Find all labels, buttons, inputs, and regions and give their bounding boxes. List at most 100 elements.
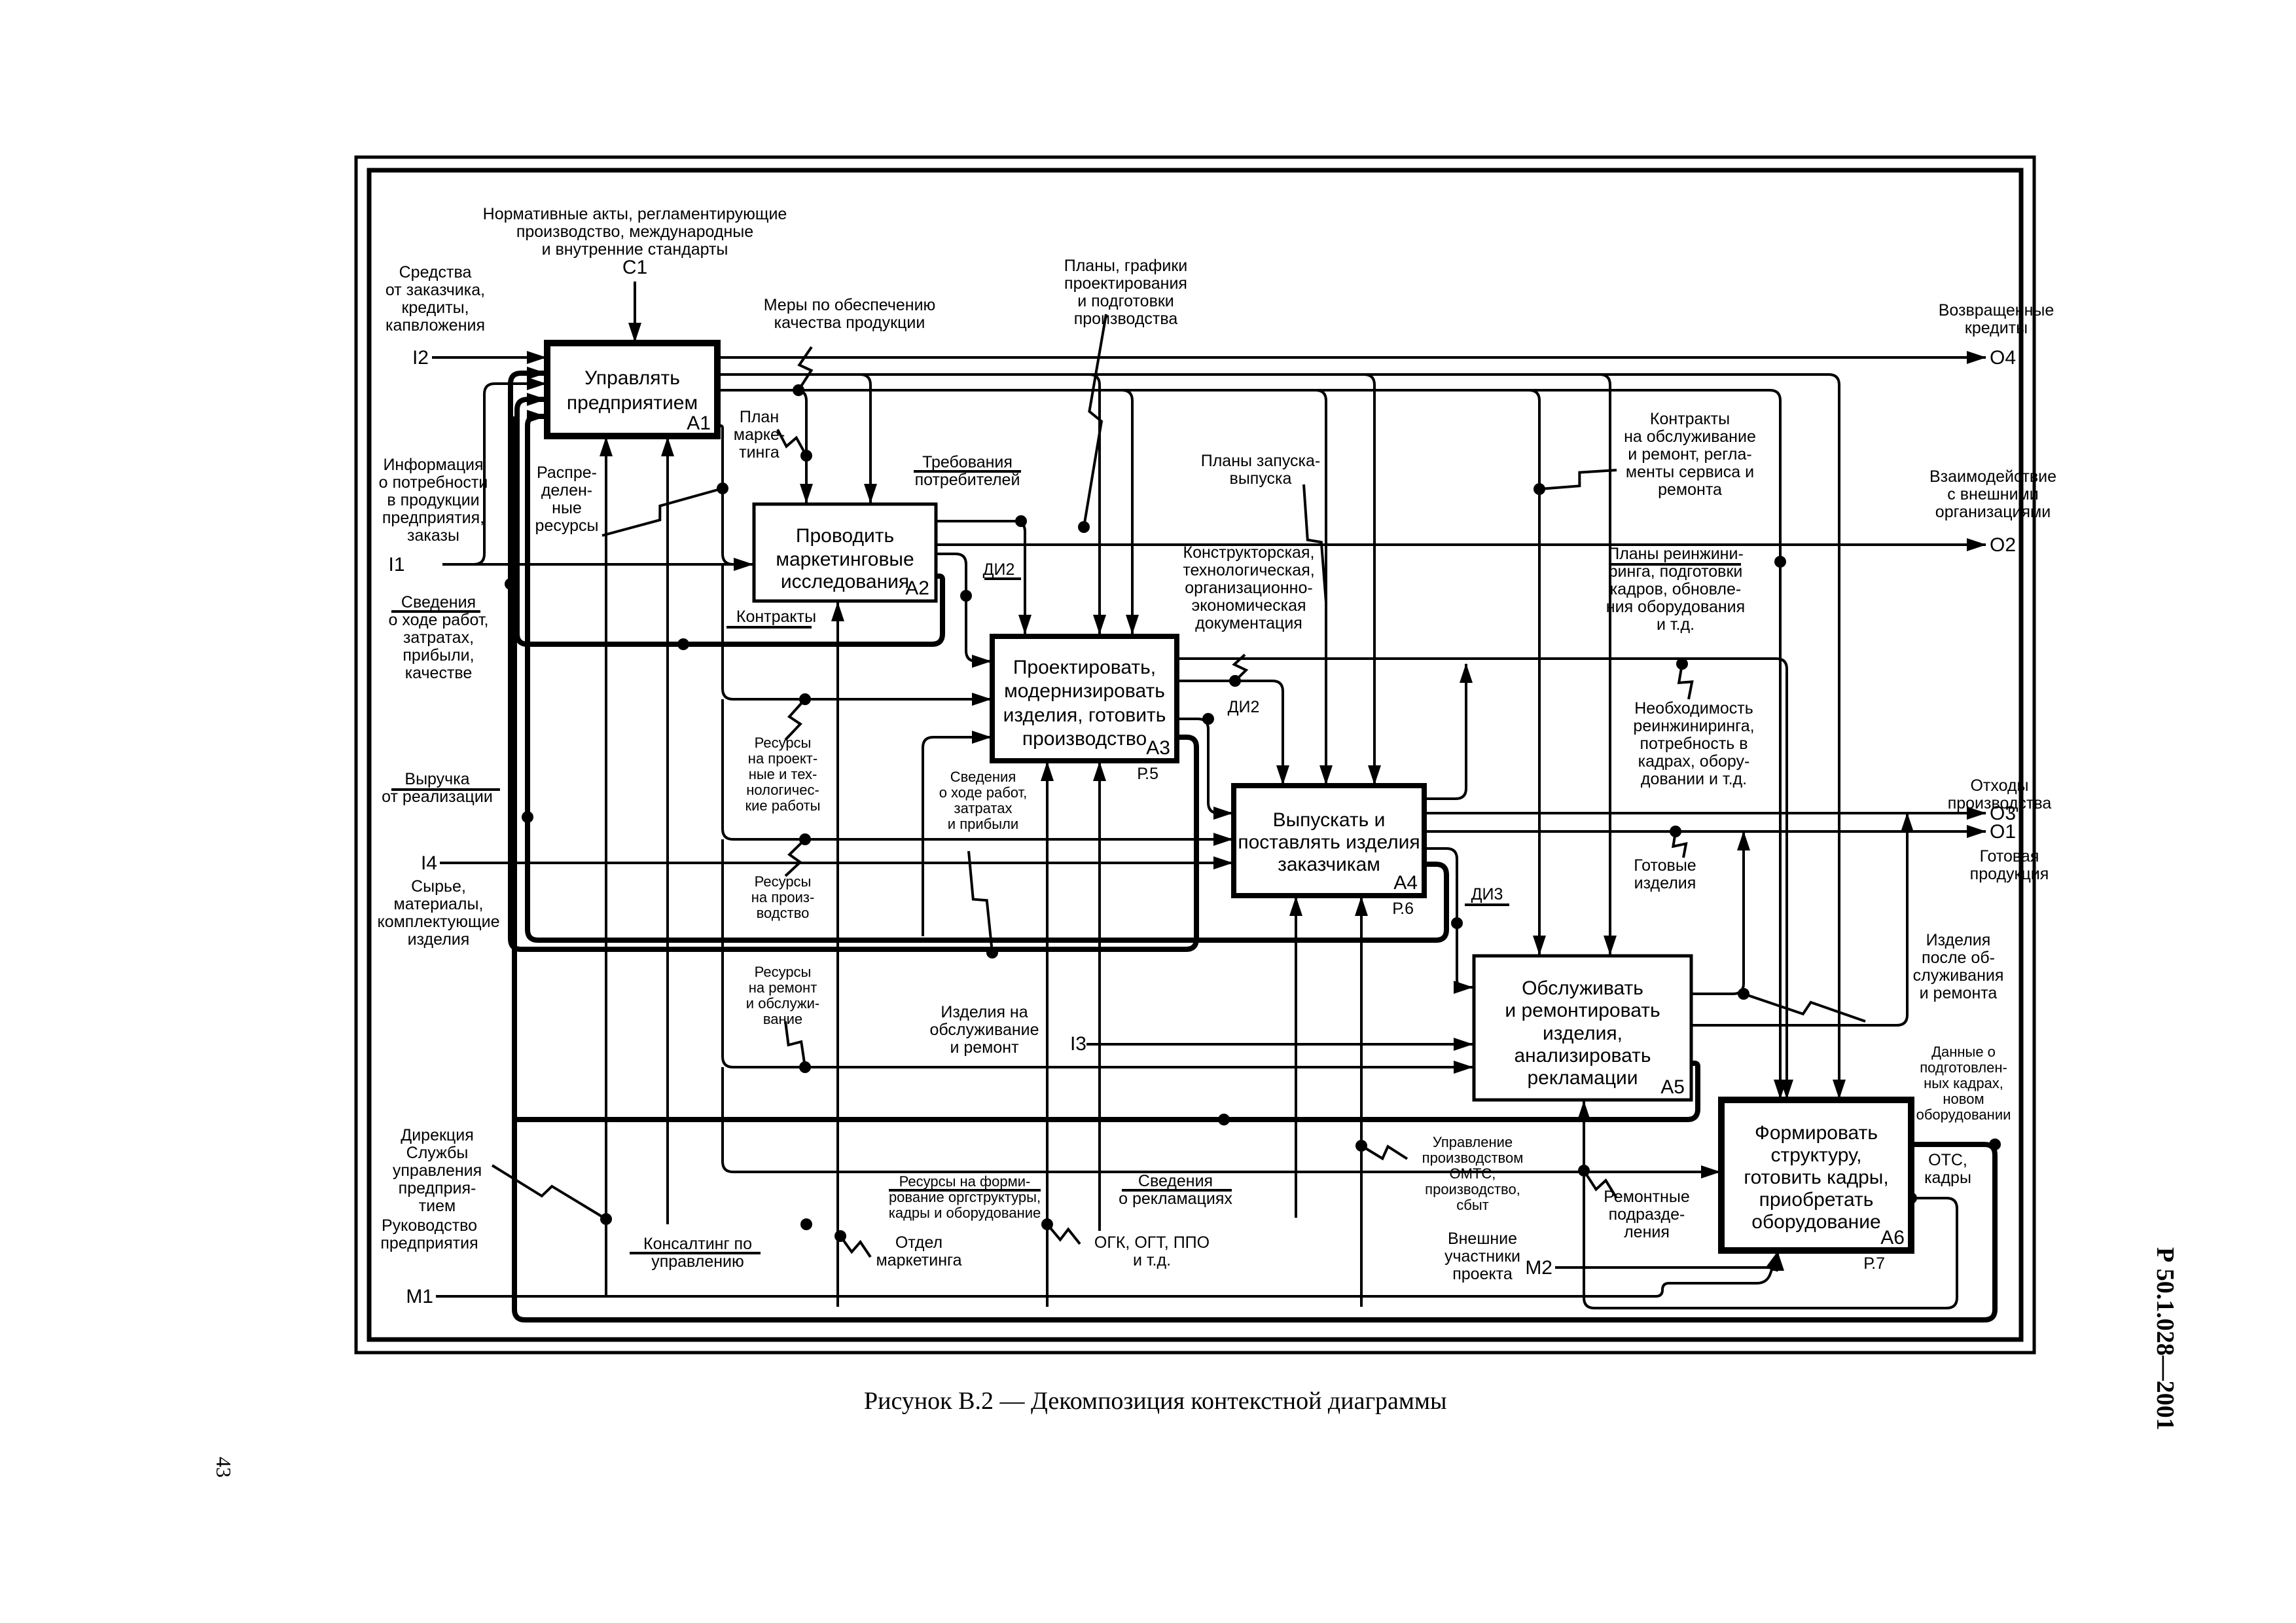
squiggle-connector [1677, 663, 1694, 700]
arrow-label-direkciya: Службы [406, 1144, 469, 1162]
arrow-label-konsalting: управлению [651, 1252, 744, 1271]
arrow-label-plany-grafiki: и подготовки [1077, 292, 1174, 310]
activity-box-frame [1472, 954, 1693, 1102]
boundary-label-i2: Средства [399, 263, 472, 282]
activity-box-title-line: Выпускать и [1273, 809, 1386, 831]
arrow-label-trebovaniya: Требования [922, 453, 1013, 471]
boundary-label-m2: Внешние [1448, 1230, 1517, 1248]
arrow-label-dannye: новом [1943, 1091, 1984, 1107]
boundary-label-i2: капвложения [386, 316, 485, 335]
boundary-code-i4: I4 [421, 852, 437, 874]
arrows-layer [432, 282, 1998, 1322]
boundary-label-o1: Готовая [1980, 847, 2039, 866]
arrow-label-svedeniya-hod: Сведения [401, 593, 476, 611]
arrow-label-svedeniya-zatraty: затратах [954, 800, 1013, 816]
arrow-label-konstr-doc: документация [1195, 614, 1302, 632]
junction-dot [1676, 658, 1688, 670]
arrow-A2-contracts-feedback [514, 393, 945, 647]
arrow-A3-to-A6 [1177, 657, 1793, 1099]
arrow-label-resursy-proizv: водство [757, 905, 810, 921]
arrow-label-kontrakty-obsl: на обслуживание [1624, 428, 1756, 446]
activity-box-ref: Р.6 [1392, 900, 1414, 918]
squiggle-connector [601, 487, 723, 537]
boundary-label-c1: и внутренние стандарты [542, 240, 728, 259]
activity-box-title-line: Управлять [584, 367, 680, 389]
boundary-label-m1: Руководство [382, 1216, 477, 1235]
arrow-label-plan-marketinga: План [740, 408, 779, 426]
boundary-label-m2: проекта [1452, 1265, 1513, 1283]
arrow-label-remontnye: подразде- [1609, 1205, 1685, 1224]
squiggle-connector [491, 1164, 607, 1220]
arrow-label-resursy-proekt: на проект- [748, 750, 817, 767]
arrow-label-direkciya: тием [419, 1197, 456, 1215]
arrow-label-otc: кадры [1924, 1169, 1971, 1187]
boundary-label-i1: предприятия, [382, 509, 484, 527]
arrow-A2-to-A3-di2 [936, 553, 992, 668]
boundary-code-o3: O3 [1990, 803, 2016, 824]
junction-dot [505, 578, 516, 590]
activity-box-title-line: предприятием [567, 392, 698, 414]
arrow-label-izdeliya-posle: служивания [1913, 966, 2004, 985]
arrow-svedeniya-zatraty [922, 731, 992, 936]
arrow-label-otdel-marketinga: маркетинга [876, 1251, 962, 1269]
activity-box-id: A1 [687, 412, 711, 434]
arrow-label-otc: ОТС, [1928, 1151, 1967, 1169]
activity-box-title-line: производство [1022, 728, 1147, 750]
boundary-code-o2: O2 [1990, 534, 2016, 556]
arrow-label-resursy-remont: Ресурсы [755, 964, 812, 980]
boundary-label-i1: заказы [407, 526, 459, 545]
arrow-label-ogk: и т.д. [1133, 1251, 1171, 1269]
arrow-label-dannye: Данные о [1931, 1044, 1996, 1060]
junction-dot [1202, 713, 1214, 725]
arrow-M2 [1555, 1251, 1784, 1271]
arrow-label-resursy-remont: вание [763, 1011, 802, 1027]
arrow-label-neobhodimost: реинжиниринга, [1633, 717, 1754, 735]
activity-box-frame [1718, 1097, 1914, 1254]
arrow-label-kontrakty: Контракты [736, 608, 816, 626]
arrow-label-mery: Меры по обеспечению [764, 296, 936, 314]
boundary-code-m1: M1 [406, 1286, 433, 1307]
arrow-label-konstr-doc: экономическая [1191, 596, 1306, 615]
arrow-label-raspred-resursy: ресурсы [535, 517, 599, 535]
arrow-A1-to-A5-resources [721, 839, 1473, 1074]
activity-box-frame [752, 502, 938, 603]
squiggles-layer [491, 314, 1866, 1258]
activity-box-id: A3 [1146, 737, 1170, 759]
boundary-code-c1: C1 [622, 257, 647, 278]
arrow-label-kontrakty-obsl: и ремонт, регла- [1628, 445, 1751, 464]
arrow-label-upravlenie-proizv: производством [1422, 1150, 1524, 1166]
activity-box-frame [1231, 783, 1427, 898]
arrow-label-kontrakty-obsl: менты сервиса и [1626, 463, 1754, 481]
arrow-label-resursy-proizv: Ресурсы [755, 873, 812, 890]
arrow-A3-to-A4-docs [1177, 680, 1289, 785]
junction-dot [600, 1213, 612, 1225]
junction-dot [1078, 521, 1090, 533]
arrow-A1-to-A6-plans [717, 389, 1787, 1099]
arrow-label-svedeniya-zatraty: и прибыли [948, 816, 1018, 832]
arrow-label-di2-b: ДИ2 [1228, 698, 1260, 716]
activity-box-title-line: поставлять изделия [1238, 831, 1420, 853]
arrow-label-ogk: ОГК, ОГТ, ППО [1094, 1233, 1210, 1252]
activity-box-title-line: изделия, [1543, 1023, 1623, 1044]
activity-box-frame [990, 634, 1179, 763]
junction-dot [1229, 675, 1241, 687]
junction-dot [800, 1218, 812, 1230]
arrow-label-svedeniya-zatraty: о ходе работ, [939, 784, 1028, 801]
arrow-label-neobhodimost: Необходимость [1634, 699, 1753, 718]
junction-dot [1015, 515, 1027, 527]
arrow-label-resursy-proekt: нологичес- [746, 782, 819, 798]
boundary-label-o4: кредиты [1965, 319, 2028, 337]
arrow-label-upravlenie-proizv: сбыт [1456, 1197, 1489, 1213]
activity-box-id: A6 [1880, 1227, 1905, 1249]
squiggle-connector [1232, 653, 1249, 682]
page-number: 43 [212, 1457, 236, 1478]
junction-dot [834, 1230, 846, 1242]
arrow-label-resursy-remont: на ремонт [749, 979, 817, 996]
junction-dot [960, 590, 972, 602]
squiggle-connector [1083, 314, 1107, 528]
arrow-label-plany-reinzh: и т.д. [1657, 615, 1695, 634]
activity-box-title-line: анализировать [1514, 1045, 1651, 1067]
junction-dot [1738, 988, 1749, 1000]
